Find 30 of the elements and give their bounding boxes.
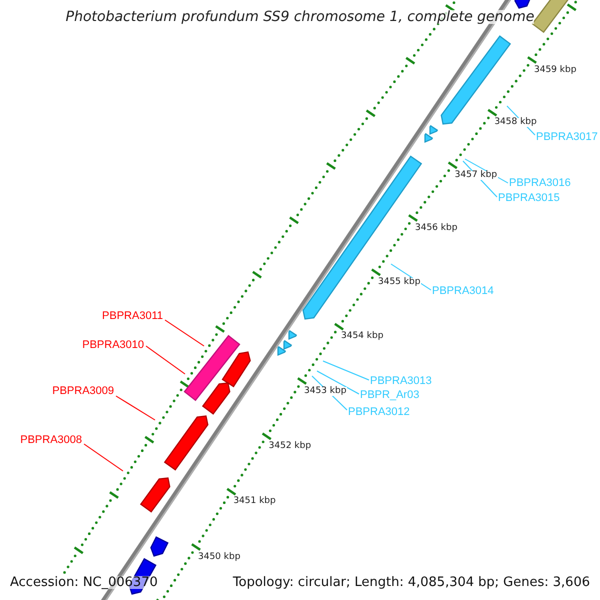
leader-line xyxy=(164,320,204,346)
scale-label: 3455 kbp xyxy=(377,278,422,287)
scale-label: 3454 kbp xyxy=(340,332,384,342)
leader-line xyxy=(316,370,360,394)
accession-text: Accession: NC_006370 xyxy=(10,576,158,588)
leader-line xyxy=(84,444,124,472)
scale-label: 3459 kbp xyxy=(533,66,578,74)
leader-line xyxy=(146,346,186,374)
gene-label: PBPRA3014 xyxy=(432,286,494,296)
title: Photobacterium profundum SS9 chromosome 1, complete genome xyxy=(66,10,534,24)
scale-label: 3457 kbp xyxy=(454,170,498,180)
scale-label: 3452 kbp xyxy=(268,442,312,451)
gene-label: PBPRA3008 xyxy=(20,434,82,446)
scale-label: 3458 kbp xyxy=(493,118,538,128)
scale-label: 3450 kbp xyxy=(197,552,242,562)
gene-label: PBPRA3009 xyxy=(52,386,114,396)
leader-line xyxy=(322,360,370,380)
gene-label: PBPRA3016 xyxy=(509,178,571,188)
scale-label: 3453 kbp xyxy=(303,386,348,396)
gene-label: PBPR_Ar03 xyxy=(360,390,420,400)
gene-label: PBPRA3015 xyxy=(498,192,560,204)
gene-label: PBPRA3017 xyxy=(536,132,598,142)
scale-label: 3456 kbp xyxy=(414,224,458,232)
gene-label: PBPRA3010 xyxy=(82,340,144,350)
gene-label: PBPRA3012 xyxy=(348,406,410,418)
scale-label: 3451 kbp xyxy=(232,497,277,506)
genome-stats-text: Topology: circular; Length: 4,085,304 bp; Genes: 3,606 xyxy=(232,576,590,588)
gene-label: PBPRA3011 xyxy=(102,310,163,322)
gene-label: PBPRA3013 xyxy=(370,376,432,386)
leader-line xyxy=(116,396,156,420)
